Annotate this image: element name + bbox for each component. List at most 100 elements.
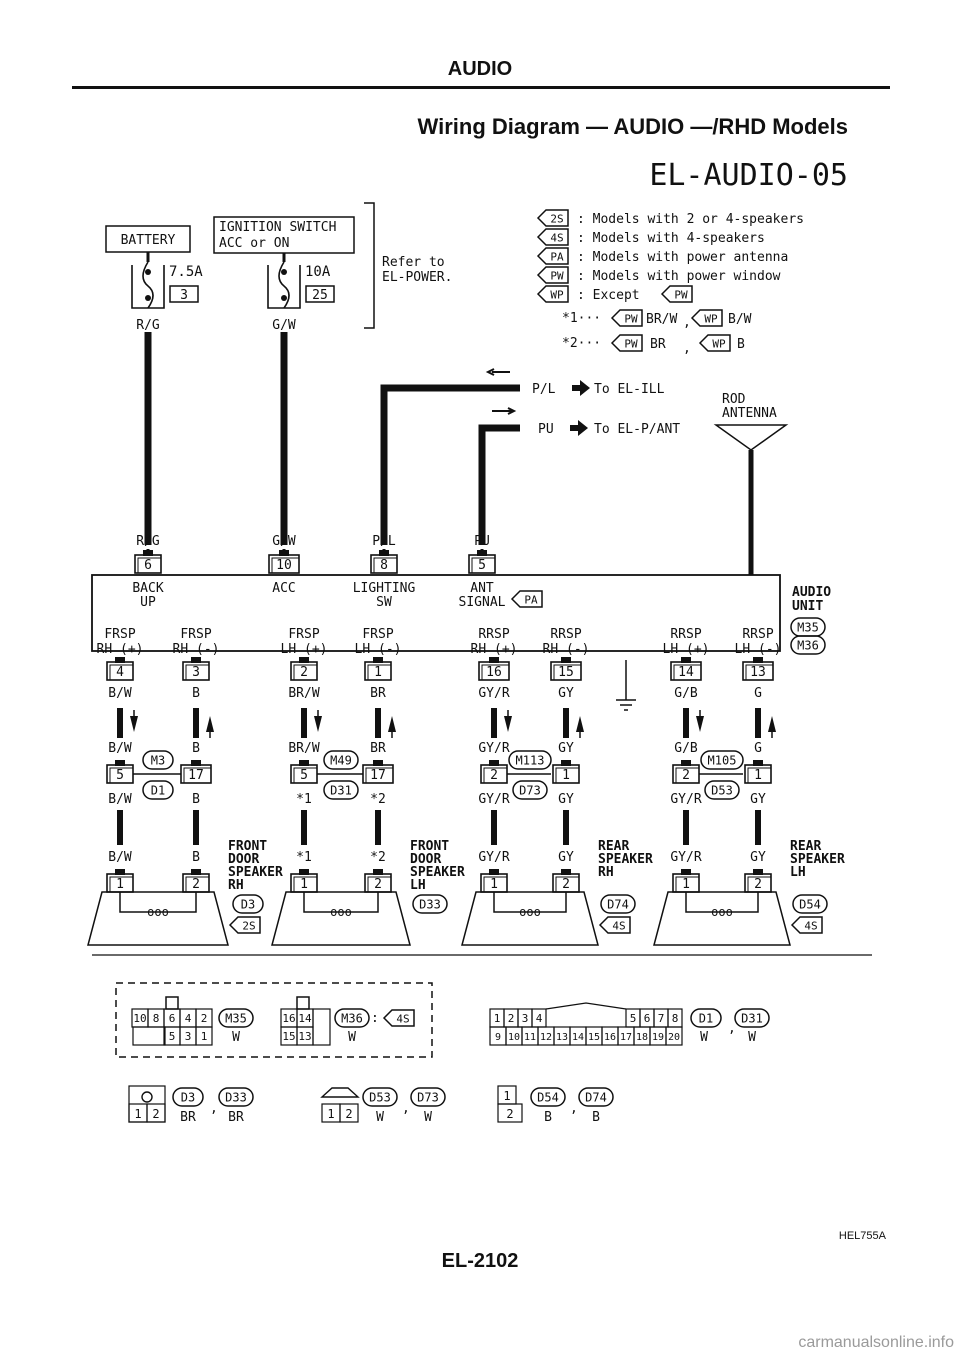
pl-direction-arrow	[485, 368, 510, 376]
unit-bottom-pin-14-label-1: RRSP	[670, 627, 701, 642]
ignition-label-2: ACC or ON	[219, 236, 289, 251]
junction-m105-wire-b-top: G	[754, 741, 762, 756]
note-2-pw-tag-frame	[610, 334, 643, 352]
unit-top-pin-5-label-2: SIGNAL	[459, 595, 506, 610]
d53-face-pin-1: 1	[327, 1107, 334, 1121]
m36-key	[296, 996, 310, 1010]
speaker-d3-wire-a: B/W	[108, 850, 132, 865]
unit-top-pin-6: 6	[144, 558, 152, 573]
d74-face-conn-frame	[578, 1087, 614, 1107]
unit-top-pin-5-box	[468, 554, 496, 574]
unit-top-pin-8-box	[370, 554, 398, 574]
fuse-1-number: 3	[180, 288, 188, 303]
legend-except-tag-frame	[660, 285, 693, 303]
d1-face-top-4: 4	[536, 1012, 543, 1025]
speaker-d54-option-tag-frame	[790, 916, 823, 934]
legend-text-4s: : Models with 4-speakers	[577, 231, 765, 246]
speaker-d3-pin-2: 2	[192, 877, 200, 892]
unit-bottom-pin-3-label-2: RH (-)	[173, 642, 220, 657]
d1-face-bot-17: 17	[620, 1032, 632, 1043]
unit-bottom-pin-2-wire: BR/W	[288, 686, 319, 701]
d54-face-color: B	[544, 1110, 552, 1125]
note-1-pw-tag-frame	[610, 309, 643, 327]
unit-bottom-pin-14-box	[670, 661, 702, 681]
speaker-d74-label-2: SPEAKER	[598, 852, 653, 867]
d33-face-conn: D33	[225, 1091, 247, 1105]
note-1: *1···	[562, 311, 601, 326]
speaker-d54-label-3: LH	[790, 865, 806, 880]
wire-gw-label: G/W	[272, 318, 296, 333]
speaker-d3-pin-1-stub	[115, 869, 125, 875]
unit-bottom-pin-2-inner	[293, 664, 317, 680]
fuse-2-number: 25	[312, 288, 328, 303]
unit-bottom-pin-1-inner	[367, 664, 391, 680]
d3-face-key	[141, 1091, 153, 1103]
speaker-d74-body	[461, 891, 599, 946]
unit-bottom-pin-16-label-1: RRSP	[478, 627, 509, 642]
d53-face-color: W	[376, 1110, 384, 1125]
d1-face-bot-16: 16	[604, 1032, 616, 1043]
d3-face-pin-2-box	[146, 1103, 166, 1123]
junction-m3-pin-a-stub	[115, 760, 125, 766]
figure-code: HEL755A	[838, 1230, 886, 1242]
speaker-d54-wire-a: GY/R	[670, 850, 701, 865]
m36-colon: :	[371, 1011, 379, 1026]
audio-unit-conn-m36-frame	[790, 635, 826, 655]
unit-bottom-pin-14-inner	[673, 664, 701, 680]
d1-comma: ,	[728, 1021, 736, 1036]
speaker-d3-coil: ooo	[147, 905, 169, 919]
d1-face-key	[545, 1002, 627, 1010]
unit-bottom-pin-3-inner	[185, 664, 209, 680]
fuse-1-element	[142, 261, 154, 309]
unit-bottom-pin-14-stub	[681, 657, 691, 663]
wire-rg-label: R/G	[136, 318, 160, 333]
junction-m3-pin-b-stub	[191, 760, 201, 766]
junction-m105-conn-1-frame	[700, 750, 744, 770]
junction-m113-wire-a-top: GY/R	[478, 741, 509, 756]
audio-unit-conn-m35: M35	[797, 621, 819, 635]
junction-m3-arrow-down	[130, 716, 138, 732]
audio-unit-label-2: UNIT	[792, 599, 823, 614]
d1-face-bot-19: 19	[652, 1032, 664, 1043]
diagram-id: EL-AUDIO-05	[649, 158, 848, 193]
unit-bottom-pin-15-inner	[553, 664, 581, 680]
unit-bottom-pin-2-box	[290, 661, 318, 681]
speaker-d33-coil-lead	[303, 892, 379, 913]
d1-face-bot-10: 10	[508, 1032, 520, 1043]
speaker-d3-label-4: RH	[228, 878, 244, 893]
junction-m3-conn-1-frame	[142, 750, 174, 770]
junction-m49-wire-b-bottom: *2	[370, 792, 386, 807]
junction-m49-pin-a-inner	[293, 767, 317, 783]
unit-bottom-pin-3: 3	[192, 665, 200, 680]
d33-face-conn-frame	[218, 1087, 254, 1107]
unit-bottom-pin-1-label-1: FRSP	[362, 627, 393, 642]
unit-bottom-pin-14-label-2: LH (+)	[663, 642, 710, 657]
m36-blank	[312, 1008, 331, 1046]
junction-m3-pin-b: 17	[188, 768, 204, 783]
d31-face-conn-frame	[734, 1008, 770, 1028]
d3-face-conn-frame	[172, 1087, 204, 1107]
wire-pl	[380, 384, 520, 545]
note-1-wp-tag-frame	[690, 309, 723, 327]
junction-m105-wire-a-bottom: GY/R	[670, 792, 701, 807]
unit-bottom-pin-2-label-1: FRSP	[288, 627, 319, 642]
d1-face-top-3: 3	[522, 1012, 529, 1025]
m36-face-color: W	[348, 1030, 356, 1045]
d1-face-bot-20: 20	[668, 1032, 680, 1043]
m35-face-conn-frame	[218, 1008, 254, 1028]
unit-bottom-pin-1-wire: BR	[370, 686, 386, 701]
legend-tag-4s: 4S	[550, 232, 563, 245]
m35-face-top-10: 10	[133, 1012, 146, 1025]
unit-top-pin-10-wire: G/W	[272, 534, 296, 549]
d54-face-conn: D54	[537, 1091, 559, 1105]
unit-bottom-pin-16-label-2: RH (+)	[471, 642, 518, 657]
m36-face-conn: M36	[341, 1012, 363, 1026]
speaker-d3-pin-1: 1	[116, 877, 124, 892]
unit-bottom-pin-4-box	[106, 661, 134, 681]
junction-m113-wire-a-bottom: GY/R	[478, 792, 509, 807]
unit-top-pin-8-wire: P/L	[372, 534, 396, 549]
m35-face-top-6: 6	[169, 1012, 176, 1025]
speaker-d33-wire-b: *2	[370, 850, 386, 865]
speaker-d74-conn-frame	[600, 894, 636, 914]
